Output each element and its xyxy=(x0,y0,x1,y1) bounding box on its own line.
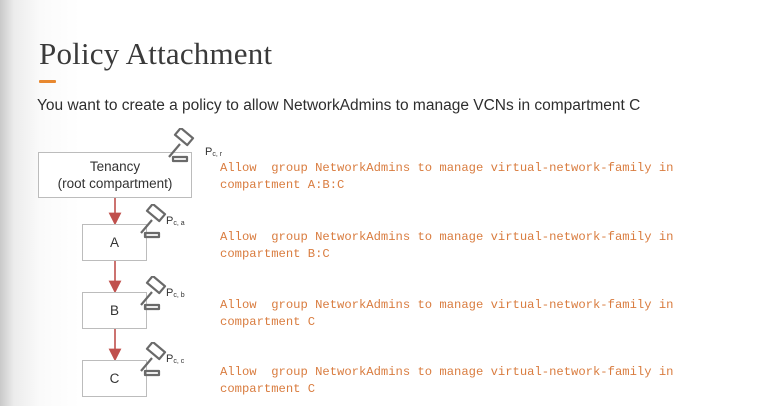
policy-label-root-sub: c, r xyxy=(212,151,223,158)
policy-line: compartment C xyxy=(220,382,316,396)
policy-label-a: Pc, a xyxy=(166,215,185,227)
policy-statement-root: Allow group NetworkAdmins to manage virt… xyxy=(220,160,673,194)
policy-label-b-sub: c, b xyxy=(173,292,185,299)
policy-label-b-main: P xyxy=(166,287,174,299)
policy-line: Allow group NetworkAdmins to manage virt… xyxy=(220,298,674,312)
policy-line: compartment C xyxy=(220,315,316,329)
tenancy-root-compartment: Tenancy (root compartment) xyxy=(38,152,192,198)
policy-line: compartment B:C xyxy=(220,247,330,261)
compartment-c: C xyxy=(82,360,147,397)
slide-title: Policy Attachment xyxy=(39,36,273,71)
policy-line: Allow group NetworkAdmins to manage virt… xyxy=(220,161,674,175)
policy-statement-a: Allow group NetworkAdmins to manage virt… xyxy=(220,229,673,263)
policy-statement-c: Allow group NetworkAdmins to manage virt… xyxy=(220,364,673,398)
policy-label-a-sub: c, a xyxy=(173,220,185,227)
policy-label-c: Pc, c xyxy=(166,353,184,365)
policy-label-c-sub: c, c xyxy=(173,358,185,365)
policy-statement-b: Allow group NetworkAdmins to manage virt… xyxy=(220,297,673,331)
compartment-a: A xyxy=(82,224,147,261)
compartment-c-label: C xyxy=(109,371,120,386)
compartment-b-label: B xyxy=(109,303,119,318)
compartment-b: B xyxy=(82,292,147,329)
gavel-icon xyxy=(168,128,195,163)
gavel-icon xyxy=(140,276,167,311)
title-accent-bar xyxy=(39,80,56,83)
policy-label-c-main: P xyxy=(166,353,174,365)
gavel-icon xyxy=(140,342,167,377)
slide-subtitle: You want to create a policy to allow Net… xyxy=(37,97,641,114)
policy-label-root: Pc, r xyxy=(205,146,222,158)
policy-label-root-main: P xyxy=(205,146,213,158)
policy-line: compartment A:B:C xyxy=(220,178,345,192)
tenancy-sublabel: (root compartment) xyxy=(57,176,173,191)
policy-line: Allow group NetworkAdmins to manage virt… xyxy=(220,230,674,244)
policy-label-b: Pc, b xyxy=(166,287,185,299)
compartment-a-label: A xyxy=(109,235,119,250)
policy-line: Allow group NetworkAdmins to manage virt… xyxy=(220,365,674,379)
gavel-icon xyxy=(140,204,167,239)
policy-label-a-main: P xyxy=(166,215,174,227)
tenancy-label: Tenancy xyxy=(89,159,141,174)
